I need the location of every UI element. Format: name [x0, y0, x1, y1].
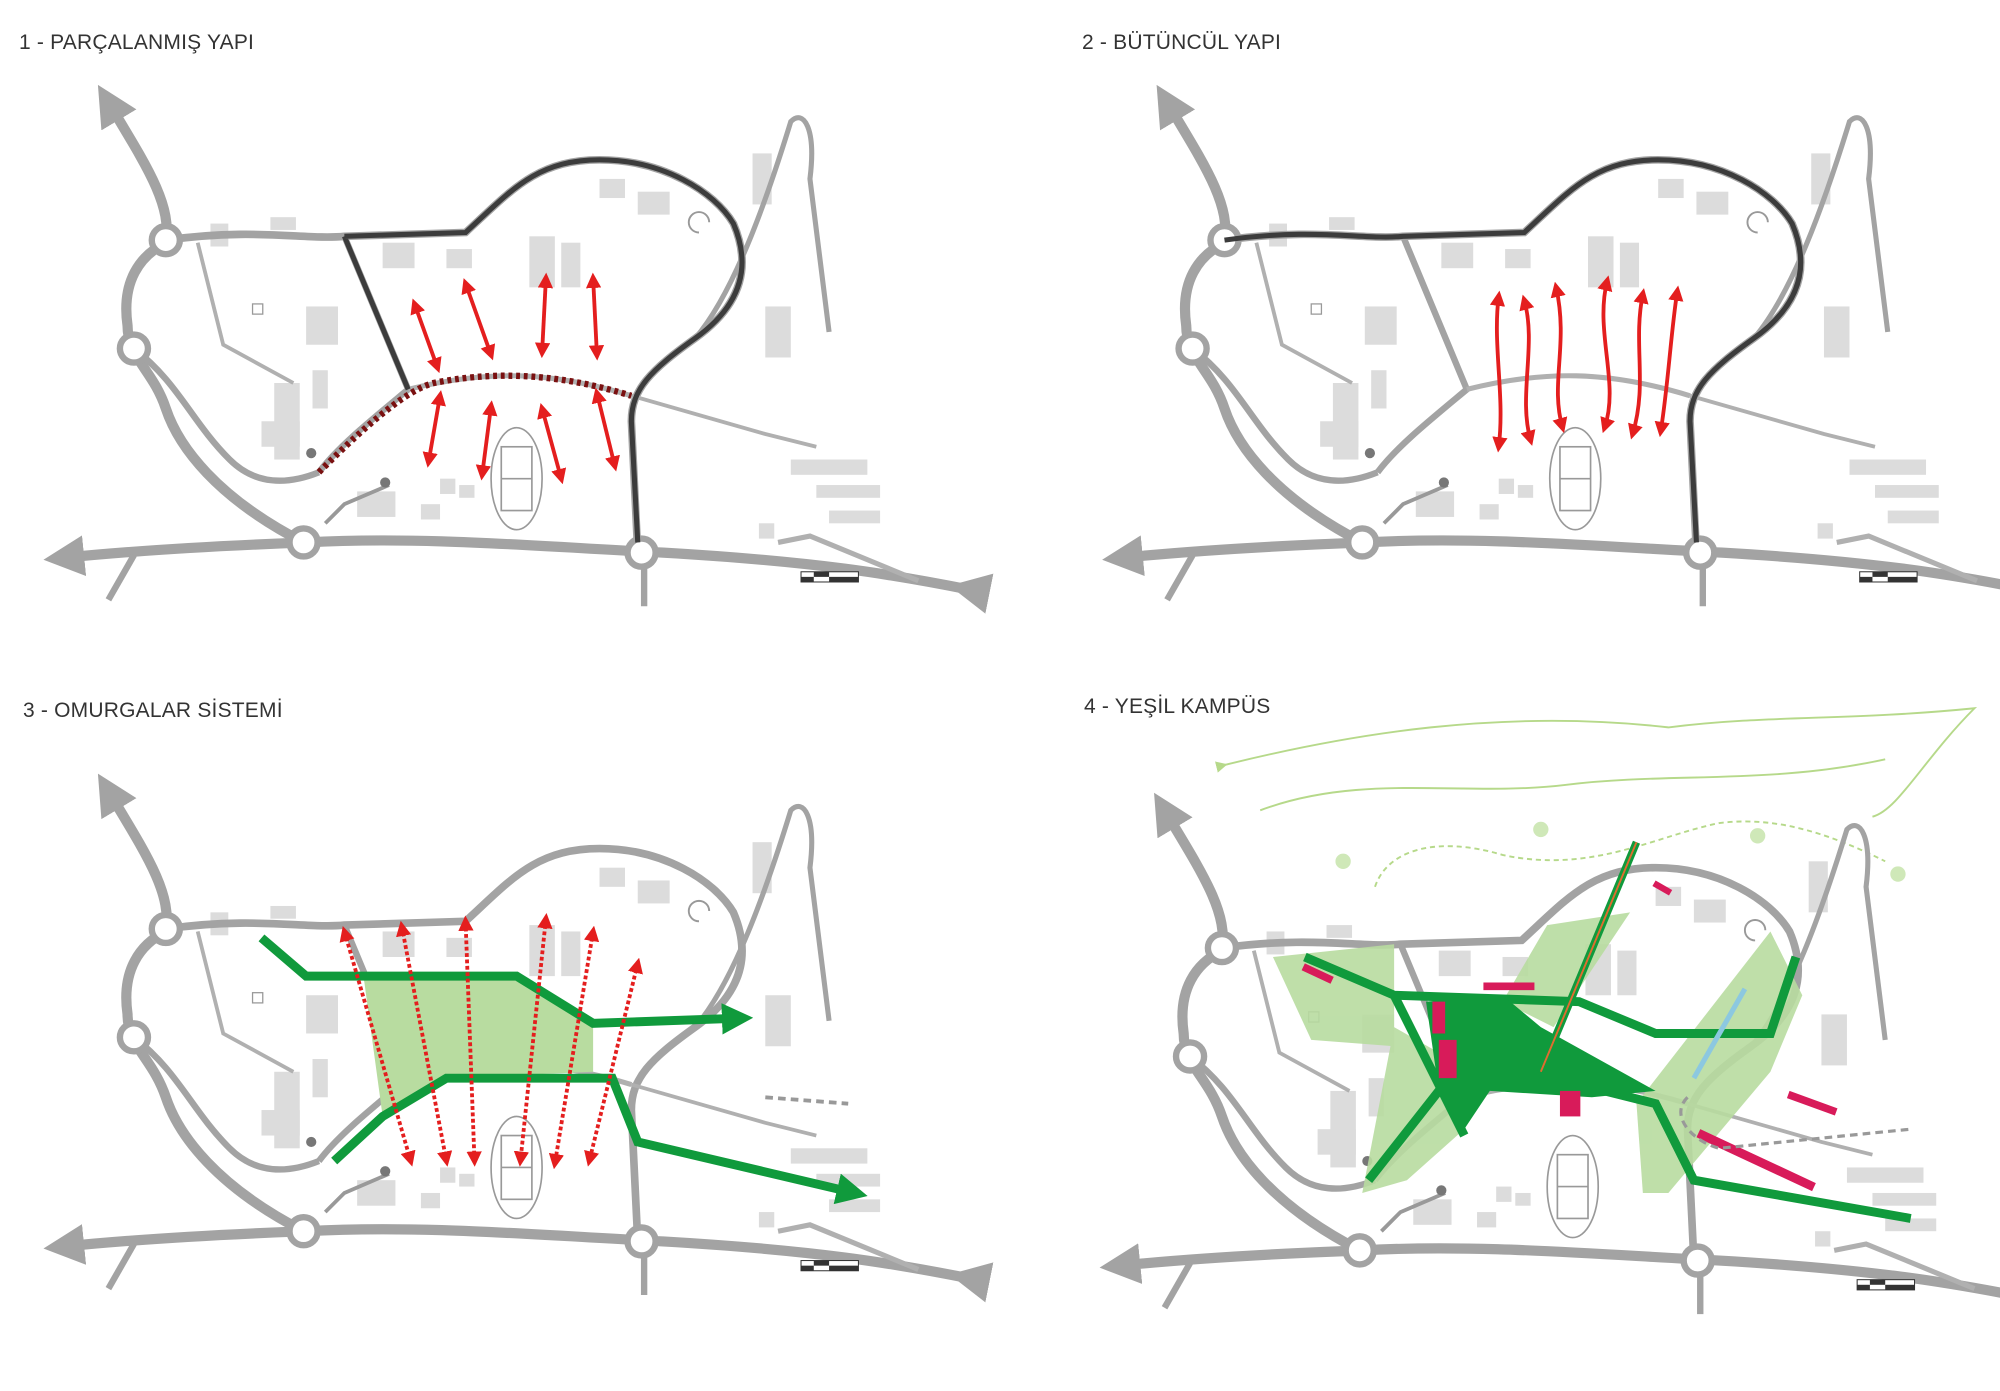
pink-buildings — [1301, 880, 1838, 1192]
trail-lines — [1214, 707, 1978, 888]
panel-4-title: 4 - YEŞİL KAMPÜS — [1084, 695, 1271, 718]
panel-3-title: 3 - OMURGALAR SİSTEMİ — [23, 699, 283, 722]
wavy-red-arrows — [1489, 275, 1684, 453]
barrier-line — [316, 372, 633, 475]
red-arrows — [410, 272, 620, 485]
red-dotted-arrows — [339, 913, 643, 1170]
ring-road-dark — [1224, 157, 1804, 543]
panel-2-holistic-structure — [1122, 102, 2000, 606]
ring-road-dark — [342, 157, 745, 543]
panel-2-title: 2 - BÜTÜNCÜL YAPI — [1082, 31, 1282, 54]
panel-1-fragmented-structure — [64, 102, 970, 606]
panel-3-spine-system — [64, 791, 970, 1295]
panel-1-title: 1 - PARÇALANMIŞ YAPI — [19, 31, 255, 54]
panel-4-green-campus — [1120, 707, 2000, 1314]
